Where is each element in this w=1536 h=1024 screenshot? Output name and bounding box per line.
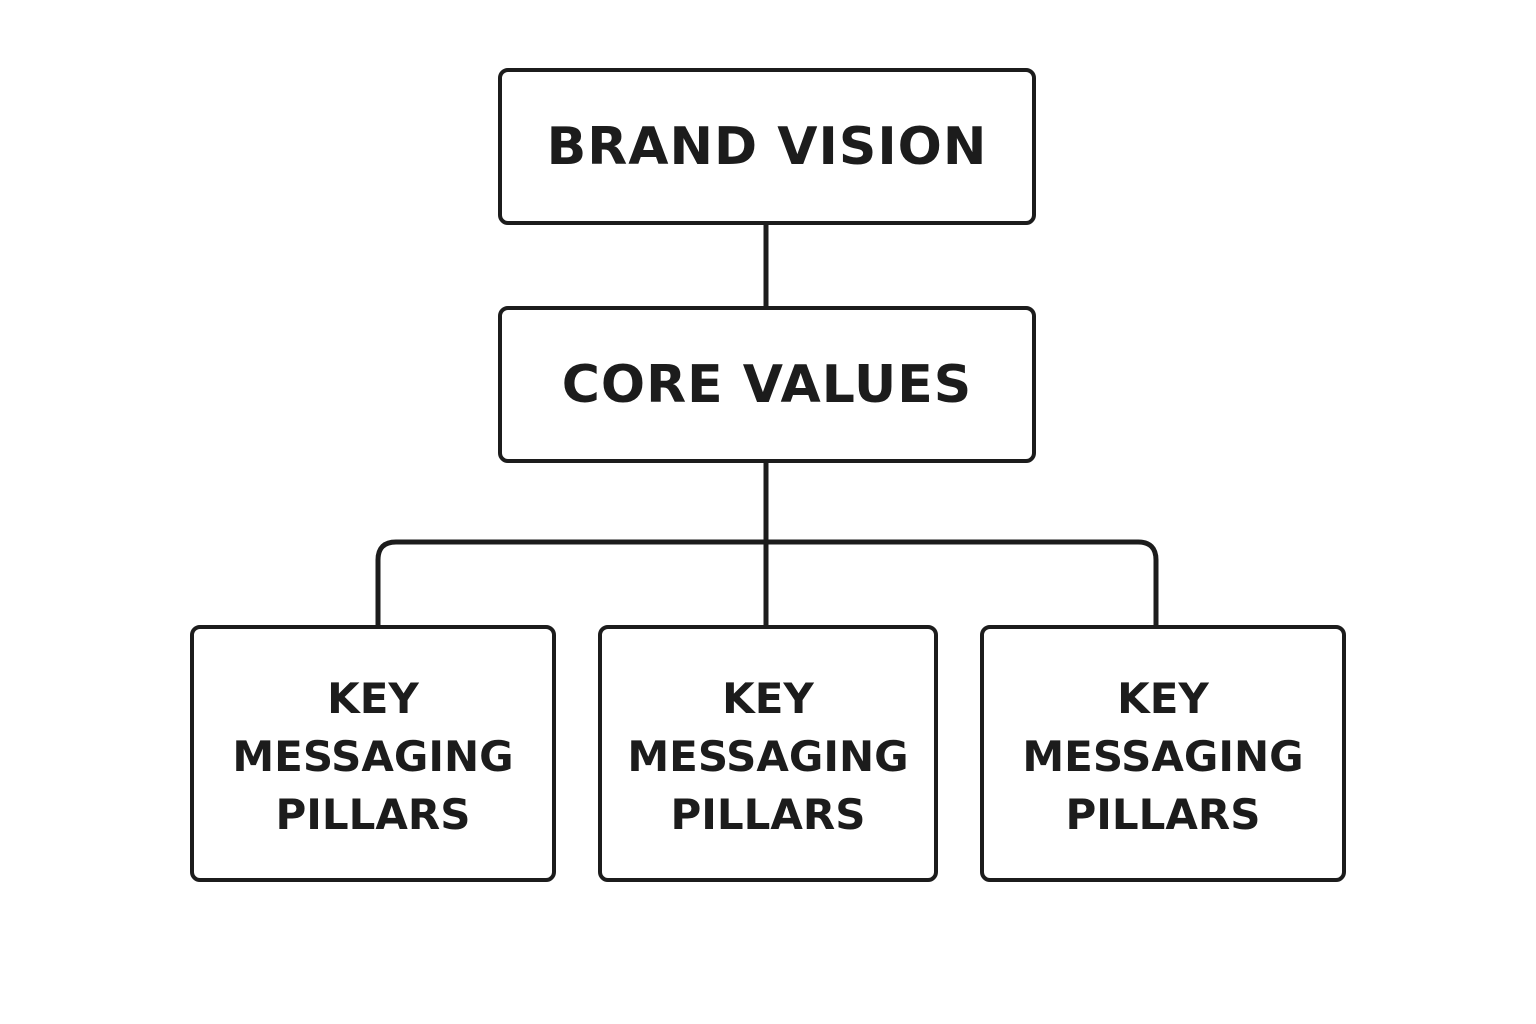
pillar-label-line: KEY (1117, 673, 1209, 723)
pillar-label-line: PILLARS (1065, 789, 1261, 839)
pillar-label: KEY MESSAGING PILLARS (627, 670, 908, 844)
pillar-box-left: KEY MESSAGING PILLARS (190, 625, 556, 882)
pillar-box-center: KEY MESSAGING PILLARS (598, 625, 938, 882)
pillar-label: KEY MESSAGING PILLARS (232, 670, 513, 844)
core-values-box: CORE VALUES (498, 306, 1036, 463)
pillar-label-line: MESSAGING (232, 731, 514, 781)
pillar-label-line: PILLARS (275, 789, 471, 839)
pillar-label-line: MESSAGING (627, 731, 909, 781)
pillar-label-line: PILLARS (670, 789, 866, 839)
core-values-label: CORE VALUES (561, 354, 973, 415)
pillar-label-line: KEY (722, 673, 814, 723)
pillar-label-line: KEY (327, 673, 419, 723)
brand-vision-label: BRAND VISION (546, 116, 988, 177)
pillar-label: KEY MESSAGING PILLARS (1022, 670, 1303, 844)
pillar-label-line: MESSAGING (1022, 731, 1304, 781)
brand-vision-box: BRAND VISION (498, 68, 1036, 225)
pillar-box-right: KEY MESSAGING PILLARS (980, 625, 1346, 882)
connector-branch-bar (375, 539, 1159, 625)
